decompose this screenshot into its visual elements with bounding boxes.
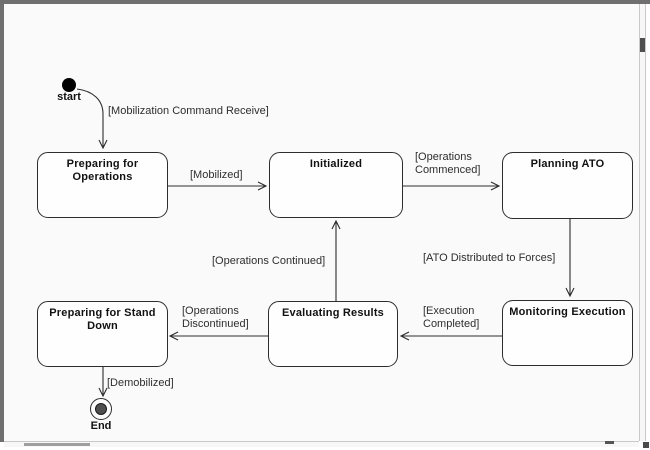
resize-gripper[interactable] <box>643 442 649 448</box>
transition-label-operations-discontinued: [Operations Discontinued] <box>182 305 249 330</box>
final-state-label: End <box>90 420 112 432</box>
state-initialized <box>269 152 403 218</box>
state-planning-ato <box>502 152 633 219</box>
transition-arrow-operations-continued <box>331 219 341 301</box>
window-border-top <box>0 0 650 4</box>
state-monitoring-execution <box>502 300 633 366</box>
diagram-canvas <box>4 4 639 441</box>
transition-label-operations-commenced: [Operations Commenced] <box>415 151 481 176</box>
window-border-left <box>0 0 4 442</box>
state-label-initialized: Initialized <box>309 158 363 170</box>
final-state-inner-dot <box>95 403 107 415</box>
vertical-scrollbar-thumb[interactable] <box>640 38 645 52</box>
transition-arrow-execution-completed <box>399 331 502 341</box>
transition-label-operations-continued: [Operations Continued] <box>212 255 326 267</box>
final-state-icon <box>90 398 112 420</box>
transition-label-execution-completed: [Execution Completed] <box>423 305 480 330</box>
transition-label-demobilized: [Demobilized] <box>107 377 174 389</box>
horizontal-scrollbar-end-mark <box>605 441 614 444</box>
state-label-preparing-for-operations: Preparing for Operations <box>66 158 139 183</box>
initial-state-label: start <box>57 91 81 103</box>
horizontal-scrollbar-thumb[interactable] <box>24 443 90 446</box>
transition-arrow-demobilized <box>98 367 108 398</box>
state-preparing-for-stand-down <box>37 301 168 367</box>
state-label-preparing-for-stand-down: Preparing for Stand Down <box>49 307 156 332</box>
state-label-planning-ato: Planning ATO <box>530 158 605 170</box>
horizontal-scrollbar-track[interactable] <box>4 441 639 447</box>
transition-arrow-ato-distributed-to-forces <box>565 219 575 298</box>
state-preparing-for-operations <box>37 152 168 218</box>
initial-state-icon <box>62 78 76 92</box>
transition-label-mobilization-command-receive: [Mobilization Command Receive] <box>108 105 269 117</box>
transition-label-ato-distributed-to-forces: [ATO Distributed to Forces] <box>423 252 556 264</box>
transition-arrow-operations-commenced <box>403 181 501 191</box>
transition-arrow-mobilization-command-receive <box>76 88 108 150</box>
vertical-scrollbar-track[interactable] <box>639 4 646 441</box>
state-label-evaluating-results: Evaluating Results <box>281 307 384 319</box>
transition-label-mobilized: [Mobilized] <box>190 169 243 181</box>
state-label-monitoring-execution: Monitoring Execution <box>509 306 626 318</box>
transition-arrow-operations-discontinued <box>168 331 268 341</box>
state-evaluating-results <box>268 301 398 367</box>
transition-arrow-mobilized <box>168 181 268 191</box>
